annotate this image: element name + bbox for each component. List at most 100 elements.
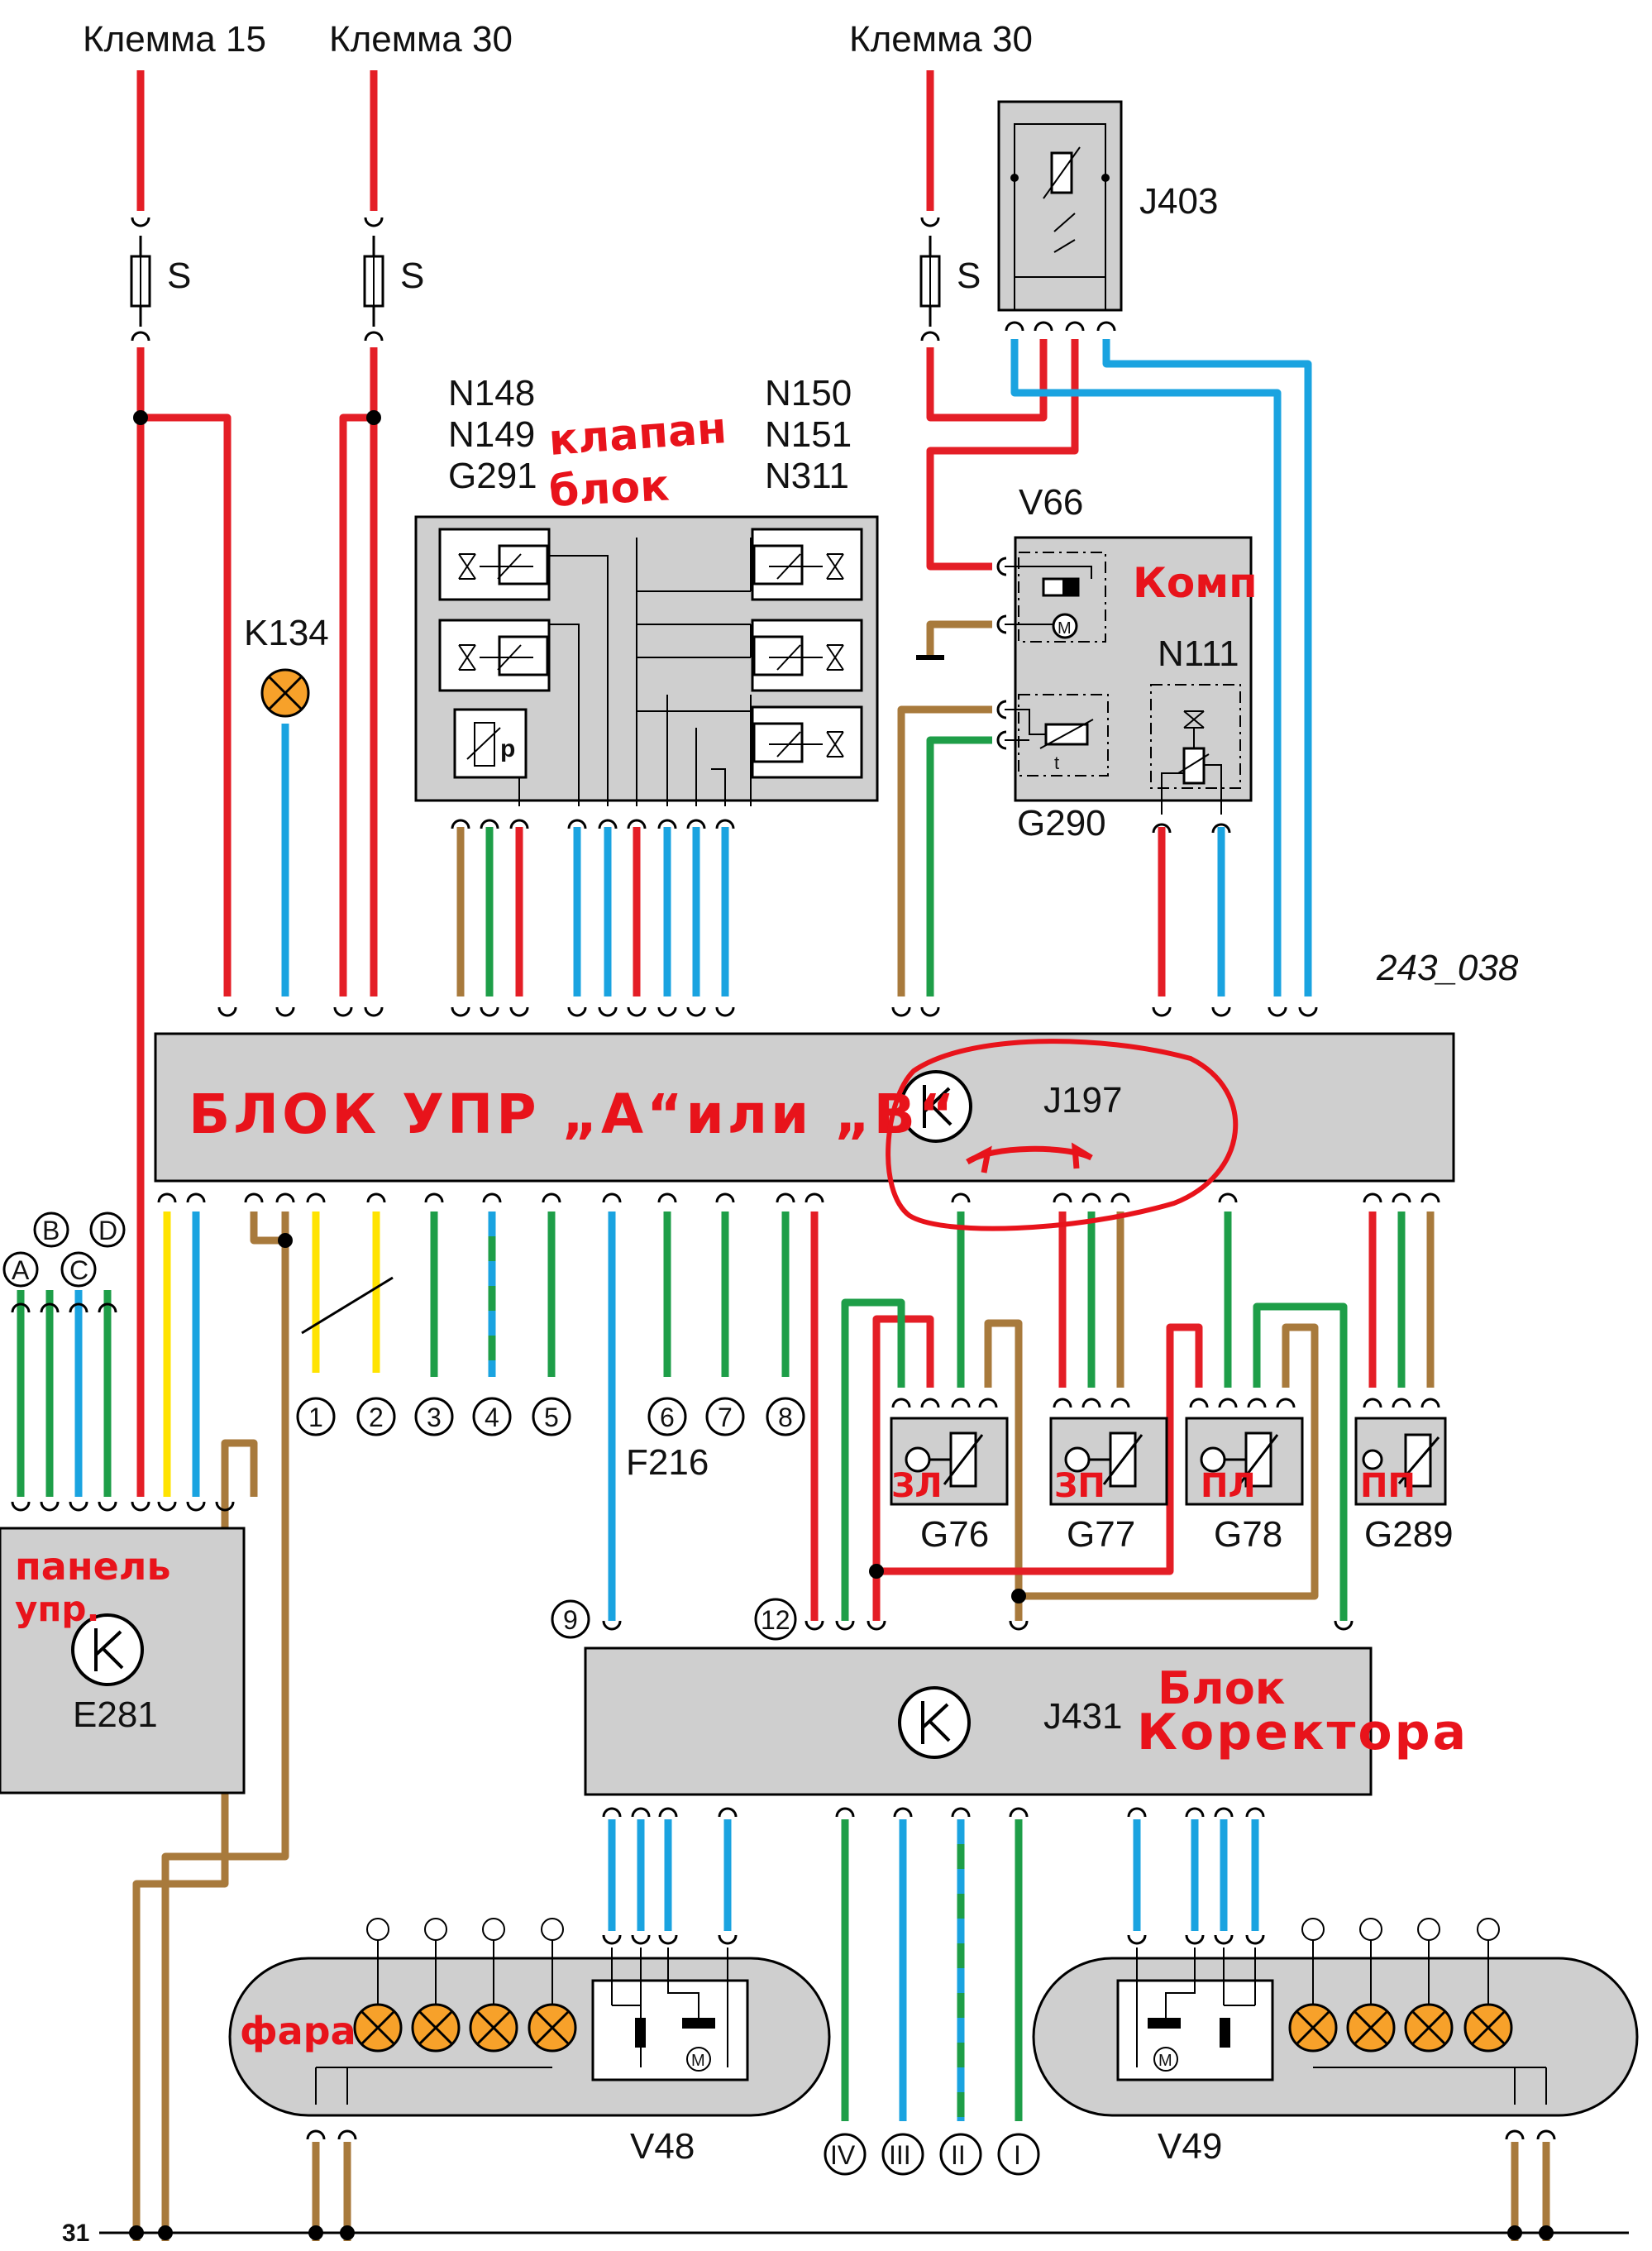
note-corrector-1: Блок [1158,1662,1285,1714]
motor-symbol: M [691,2052,705,2070]
numbered-connectors: 1 2 3 4 5 6 7 8 9 12 [296,1397,805,1641]
wire-t30b-j403 [926,339,1048,422]
note-g289: ПП [1360,1467,1416,1505]
note-valve-block-1: клапан [547,404,728,466]
fuse-label: S [167,256,191,296]
terminal-15-label: Клемма 15 [83,19,266,60]
connector-1: 1 [308,1403,323,1432]
connector-8: 8 [778,1403,793,1432]
valve-label-n150: N150 [765,373,852,413]
connector-b: B [42,1216,60,1245]
connector-12: 12 [761,1605,790,1635]
roman-connectors: IV III II I [824,2133,1040,2176]
figure-id: 243_038 [1376,948,1519,988]
temp-symbol: t [1054,753,1059,773]
note-corrector-2: Коректора [1137,1704,1468,1761]
connector-a: A [12,1255,30,1285]
wire-t15-j197 [141,413,232,996]
g290-label: G290 [1017,803,1106,844]
valve-block: N148 N149 G291 N150 N151 N311 p [414,373,879,830]
connector-c: C [69,1255,88,1285]
wire-j403-v66 [926,339,1079,571]
j197-top-pins [217,1006,1318,1017]
wire-j403-blue1 [1010,339,1282,996]
j197-bottom-pins [157,1192,1440,1204]
note-g76: ЗЛ [891,1467,943,1505]
connector-iii: III [889,2140,911,2170]
wire-v66-ground [926,620,992,657]
wires [17,70,1550,2241]
terminal-30-label-right: Клемма 30 [849,19,1033,60]
valve-label-n311: N311 [765,456,849,496]
sensor-g76: G76 [890,1398,1009,1555]
connector-iv: IV [830,2140,856,2170]
pressure-symbol: p [500,735,515,762]
note-compressor: Комп [1133,559,1258,607]
wire-ground-brown [250,1212,285,1245]
j403-label: J403 [1139,181,1218,222]
j431-label: J431 [1043,1696,1122,1737]
connector-d: D [98,1216,117,1245]
handwritten-annotations: клапан блок Комп БЛОК УПР „A“или „B“ пан… [15,404,1468,2053]
v66-label: V66 [1019,482,1083,523]
connector-ii: II [951,2140,966,2170]
fuse-t30a: S [363,216,424,342]
terminal-30-label-left: Клемма 30 [329,19,513,60]
valve-label-n151: N151 [765,414,852,455]
circle-annotation [886,1039,1239,1231]
sensor-g289: G289 [1354,1398,1454,1555]
control-unit-j431: J431 [584,1619,1373,1818]
note-g78: ПЛ [1201,1467,1256,1505]
motor-symbol: M [1158,2052,1172,2070]
control-unit-j197: J197 [154,1006,1455,1204]
note-panel-2: упр. [15,1589,99,1629]
valve-tr [751,528,863,601]
fuse-t30b: S [919,216,981,342]
k134-label: K134 [244,613,329,653]
connector-7: 7 [718,1403,733,1432]
connector-i: I [1014,2140,1021,2170]
v48-label: V48 [630,2126,695,2167]
valve-label-g291: G291 [448,456,537,496]
g77-label: G77 [1067,1514,1135,1555]
wire-g290-green [926,736,992,996]
e281-label: E281 [73,1694,158,1735]
connector-2: 2 [369,1403,384,1432]
headlight-v49: M V49 [1032,1918,1639,2167]
fuse-label: S [957,256,981,296]
g76-label: G76 [920,1514,989,1555]
n111-label: N111 [1158,633,1239,674]
note-valve-block-2: блок [548,461,671,517]
arrow-annotation [966,1142,1093,1173]
wire-t30a-j197 [339,413,374,996]
connector-5: 5 [544,1403,559,1432]
wire-g290-brown [897,705,992,996]
compressor-unit: V66 M t N111 G290 [996,482,1253,844]
valve-br [751,705,863,779]
control-panel-e281: E281 [0,1500,246,1795]
valve-tl [438,528,551,601]
fuse-label: S [400,256,424,296]
connector-3: 3 [427,1403,442,1432]
connector-9: 9 [563,1605,578,1635]
f216-label: F216 [626,1442,709,1483]
valve-mr [751,619,863,692]
v49-label: V49 [1158,2126,1222,2167]
ground-label: 31 [62,2220,89,2247]
valve-label-n149: N149 [448,414,535,455]
warning-lamp-k134: K134 [244,613,329,718]
connector-6: 6 [660,1403,675,1432]
motor-symbol: M [1058,619,1072,638]
note-g77: ЗП [1054,1467,1105,1505]
g78-label: G78 [1214,1514,1282,1555]
pressure-sensor-g291: p [453,708,528,779]
note-headlight: фара [240,2009,356,2053]
fuse-t15: S [130,216,191,342]
g289-label: G289 [1364,1514,1454,1555]
relay-j403: J403 [997,100,1218,332]
sensor-g78: G78 [1185,1398,1304,1555]
headlight-v48: M V48 [228,1918,831,2167]
connector-letters: A B C D [2,1212,126,1314]
wire-j403-blue2 [1102,339,1312,996]
